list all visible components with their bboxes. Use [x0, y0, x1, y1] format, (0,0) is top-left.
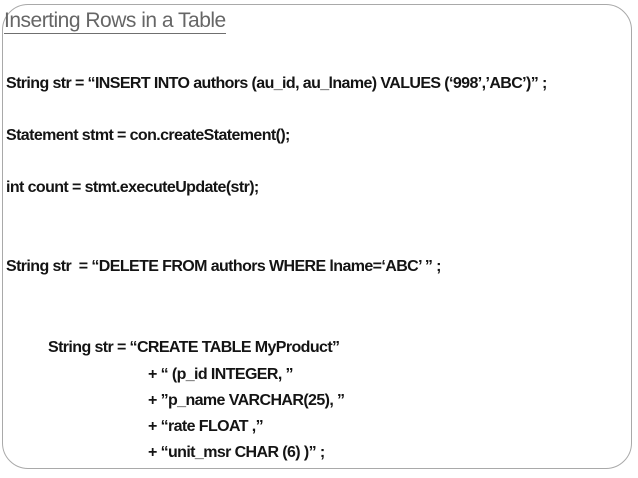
code-line-insert-statement: String str = “INSERT INTO authors (au_id… — [6, 75, 547, 92]
page-title: Inserting Rows in a Table — [4, 9, 226, 35]
code-line-create-table-unitmsr: + “unit_msr CHAR (6) )” ; — [148, 444, 325, 461]
code-line-execute-update: int count = stmt.executeUpdate(str); — [6, 179, 259, 196]
code-line-delete-statement: String str = “DELETE FROM authors WHERE … — [6, 258, 442, 275]
code-line-create-table: String str = “CREATE TABLE MyProduct” — [48, 339, 340, 356]
code-line-create-table-pname: + ”p_name VARCHAR(25), ” — [148, 392, 345, 409]
slide-border-frame — [2, 4, 632, 469]
code-line-create-table-pid: + “ (p_id INTEGER, ” — [148, 366, 294, 383]
code-line-create-statement: Statement stmt = con.createStatement(); — [6, 127, 290, 144]
code-line-create-table-rate: + “rate FLOAT ,” — [148, 418, 264, 435]
